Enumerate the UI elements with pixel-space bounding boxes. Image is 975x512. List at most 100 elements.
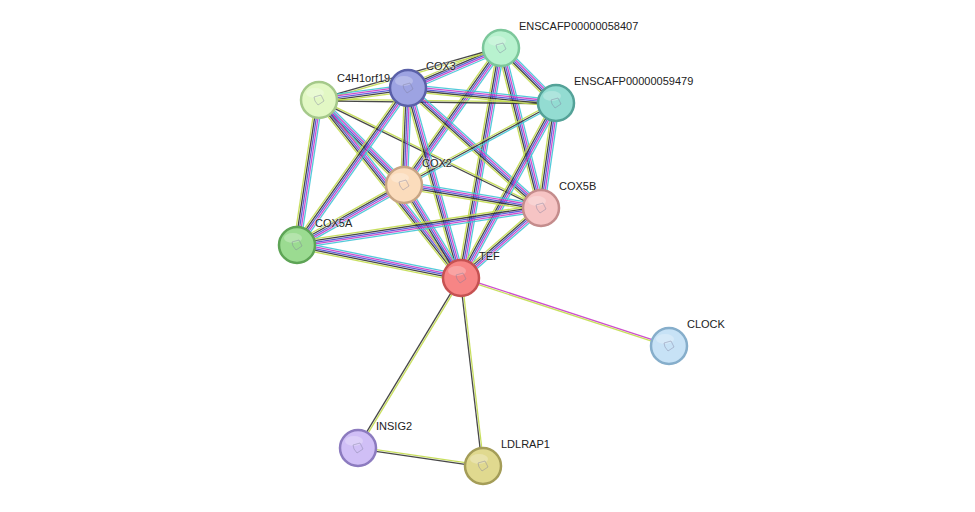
evidence-line — [513, 62, 543, 92]
node-label: ENSCAFP00000059479 — [574, 75, 693, 88]
evidence-line — [311, 191, 387, 233]
evidence-line — [315, 212, 523, 244]
structure-icon — [664, 341, 674, 351]
evidence-line — [315, 214, 523, 246]
evidence-line — [312, 192, 388, 234]
node-disc — [386, 167, 422, 203]
interaction-edge — [478, 283, 652, 341]
structure-icon — [551, 98, 561, 108]
evidence-line — [462, 296, 480, 448]
evidence-line — [337, 90, 390, 97]
evidence-line — [464, 296, 482, 448]
node-circle — [338, 428, 378, 468]
node-label: COX3 — [426, 60, 456, 73]
protein-node: ENSCAFP00000059479 — [538, 85, 574, 121]
node-label: C4H1orf19 — [337, 72, 390, 85]
evidence-line — [305, 101, 395, 229]
node-label: COX2 — [422, 157, 452, 170]
evidence-line — [472, 217, 525, 263]
evidence-line — [411, 202, 449, 264]
evidence-line — [473, 219, 526, 265]
evidence-line — [376, 450, 465, 463]
evidence-line — [368, 294, 452, 433]
interaction-edge — [376, 450, 466, 465]
evidence-line — [298, 118, 315, 227]
evidence-line — [511, 63, 541, 93]
node-disc — [523, 190, 559, 226]
protein-node: INSIG2 — [340, 430, 376, 466]
protein-node: COX5B — [523, 190, 559, 226]
evidence-line — [412, 201, 450, 263]
node-disc — [483, 30, 519, 66]
node-label: TEF — [479, 250, 500, 263]
structure-icon — [403, 83, 413, 93]
evidence-line — [514, 61, 544, 91]
evidence-line — [309, 104, 399, 232]
structure-icon — [314, 95, 324, 105]
protein-node: COX3 — [390, 70, 426, 106]
evidence-line — [413, 200, 451, 262]
interaction-edge — [426, 86, 539, 104]
node-label: CLOCK — [687, 318, 725, 331]
evidence-line — [307, 103, 397, 231]
structure-icon — [536, 203, 546, 213]
evidence-line — [509, 65, 540, 190]
node-disc — [651, 328, 687, 364]
node-circle — [299, 80, 339, 120]
node-label: COX5A — [315, 217, 352, 230]
evidence-line — [475, 220, 528, 266]
evidence-line — [477, 222, 530, 268]
node-circle — [481, 28, 521, 68]
evidence-line — [423, 52, 483, 78]
node-circle — [384, 165, 424, 205]
node-circle — [441, 258, 481, 298]
interaction-edge — [401, 106, 410, 167]
node-disc — [301, 82, 337, 118]
structure-icon — [496, 43, 506, 53]
protein-node: COX5A — [279, 227, 315, 263]
node-label: INSIG2 — [376, 420, 412, 433]
evidence-line — [300, 118, 317, 227]
node-label: COX5B — [559, 180, 596, 193]
interaction-edge — [311, 191, 390, 239]
evidence-line — [401, 106, 404, 167]
evidence-line — [425, 57, 485, 83]
interaction-edge — [314, 207, 523, 245]
node-circle — [463, 446, 503, 486]
node-disc — [279, 227, 315, 263]
node-circle — [277, 225, 317, 265]
evidence-line — [419, 110, 539, 175]
evidence-line — [315, 247, 444, 273]
interaction-edge — [314, 245, 444, 278]
protein-node: TEF — [443, 260, 479, 296]
evidence-line — [337, 92, 390, 99]
node-circle — [521, 188, 561, 228]
evidence-line — [367, 293, 451, 432]
evidence-line — [476, 221, 529, 267]
interaction-edge — [367, 293, 453, 433]
node-label: ENSCAFP00000058407 — [519, 20, 638, 33]
node-circle — [536, 83, 576, 123]
structure-icon — [353, 443, 363, 453]
evidence-line — [314, 207, 522, 239]
structure-icon — [292, 240, 302, 250]
protein-node: COX2 — [386, 167, 422, 203]
node-circle — [388, 68, 428, 108]
node-disc — [538, 85, 574, 121]
interaction-edge — [328, 112, 453, 266]
evidence-line — [376, 451, 465, 464]
evidence-line — [296, 117, 313, 226]
evidence-line — [314, 250, 443, 276]
evidence-line — [315, 209, 523, 241]
structure-icon — [456, 273, 466, 283]
evidence-line — [426, 92, 538, 103]
interaction-edge — [462, 296, 482, 448]
evidence-line — [422, 186, 523, 203]
interaction-edge — [511, 58, 545, 92]
evidence-line — [422, 188, 523, 205]
evidence-line — [424, 54, 484, 80]
interaction-edge — [421, 185, 524, 209]
node-disc — [443, 260, 479, 296]
protein-node: CLOCK — [651, 328, 687, 364]
